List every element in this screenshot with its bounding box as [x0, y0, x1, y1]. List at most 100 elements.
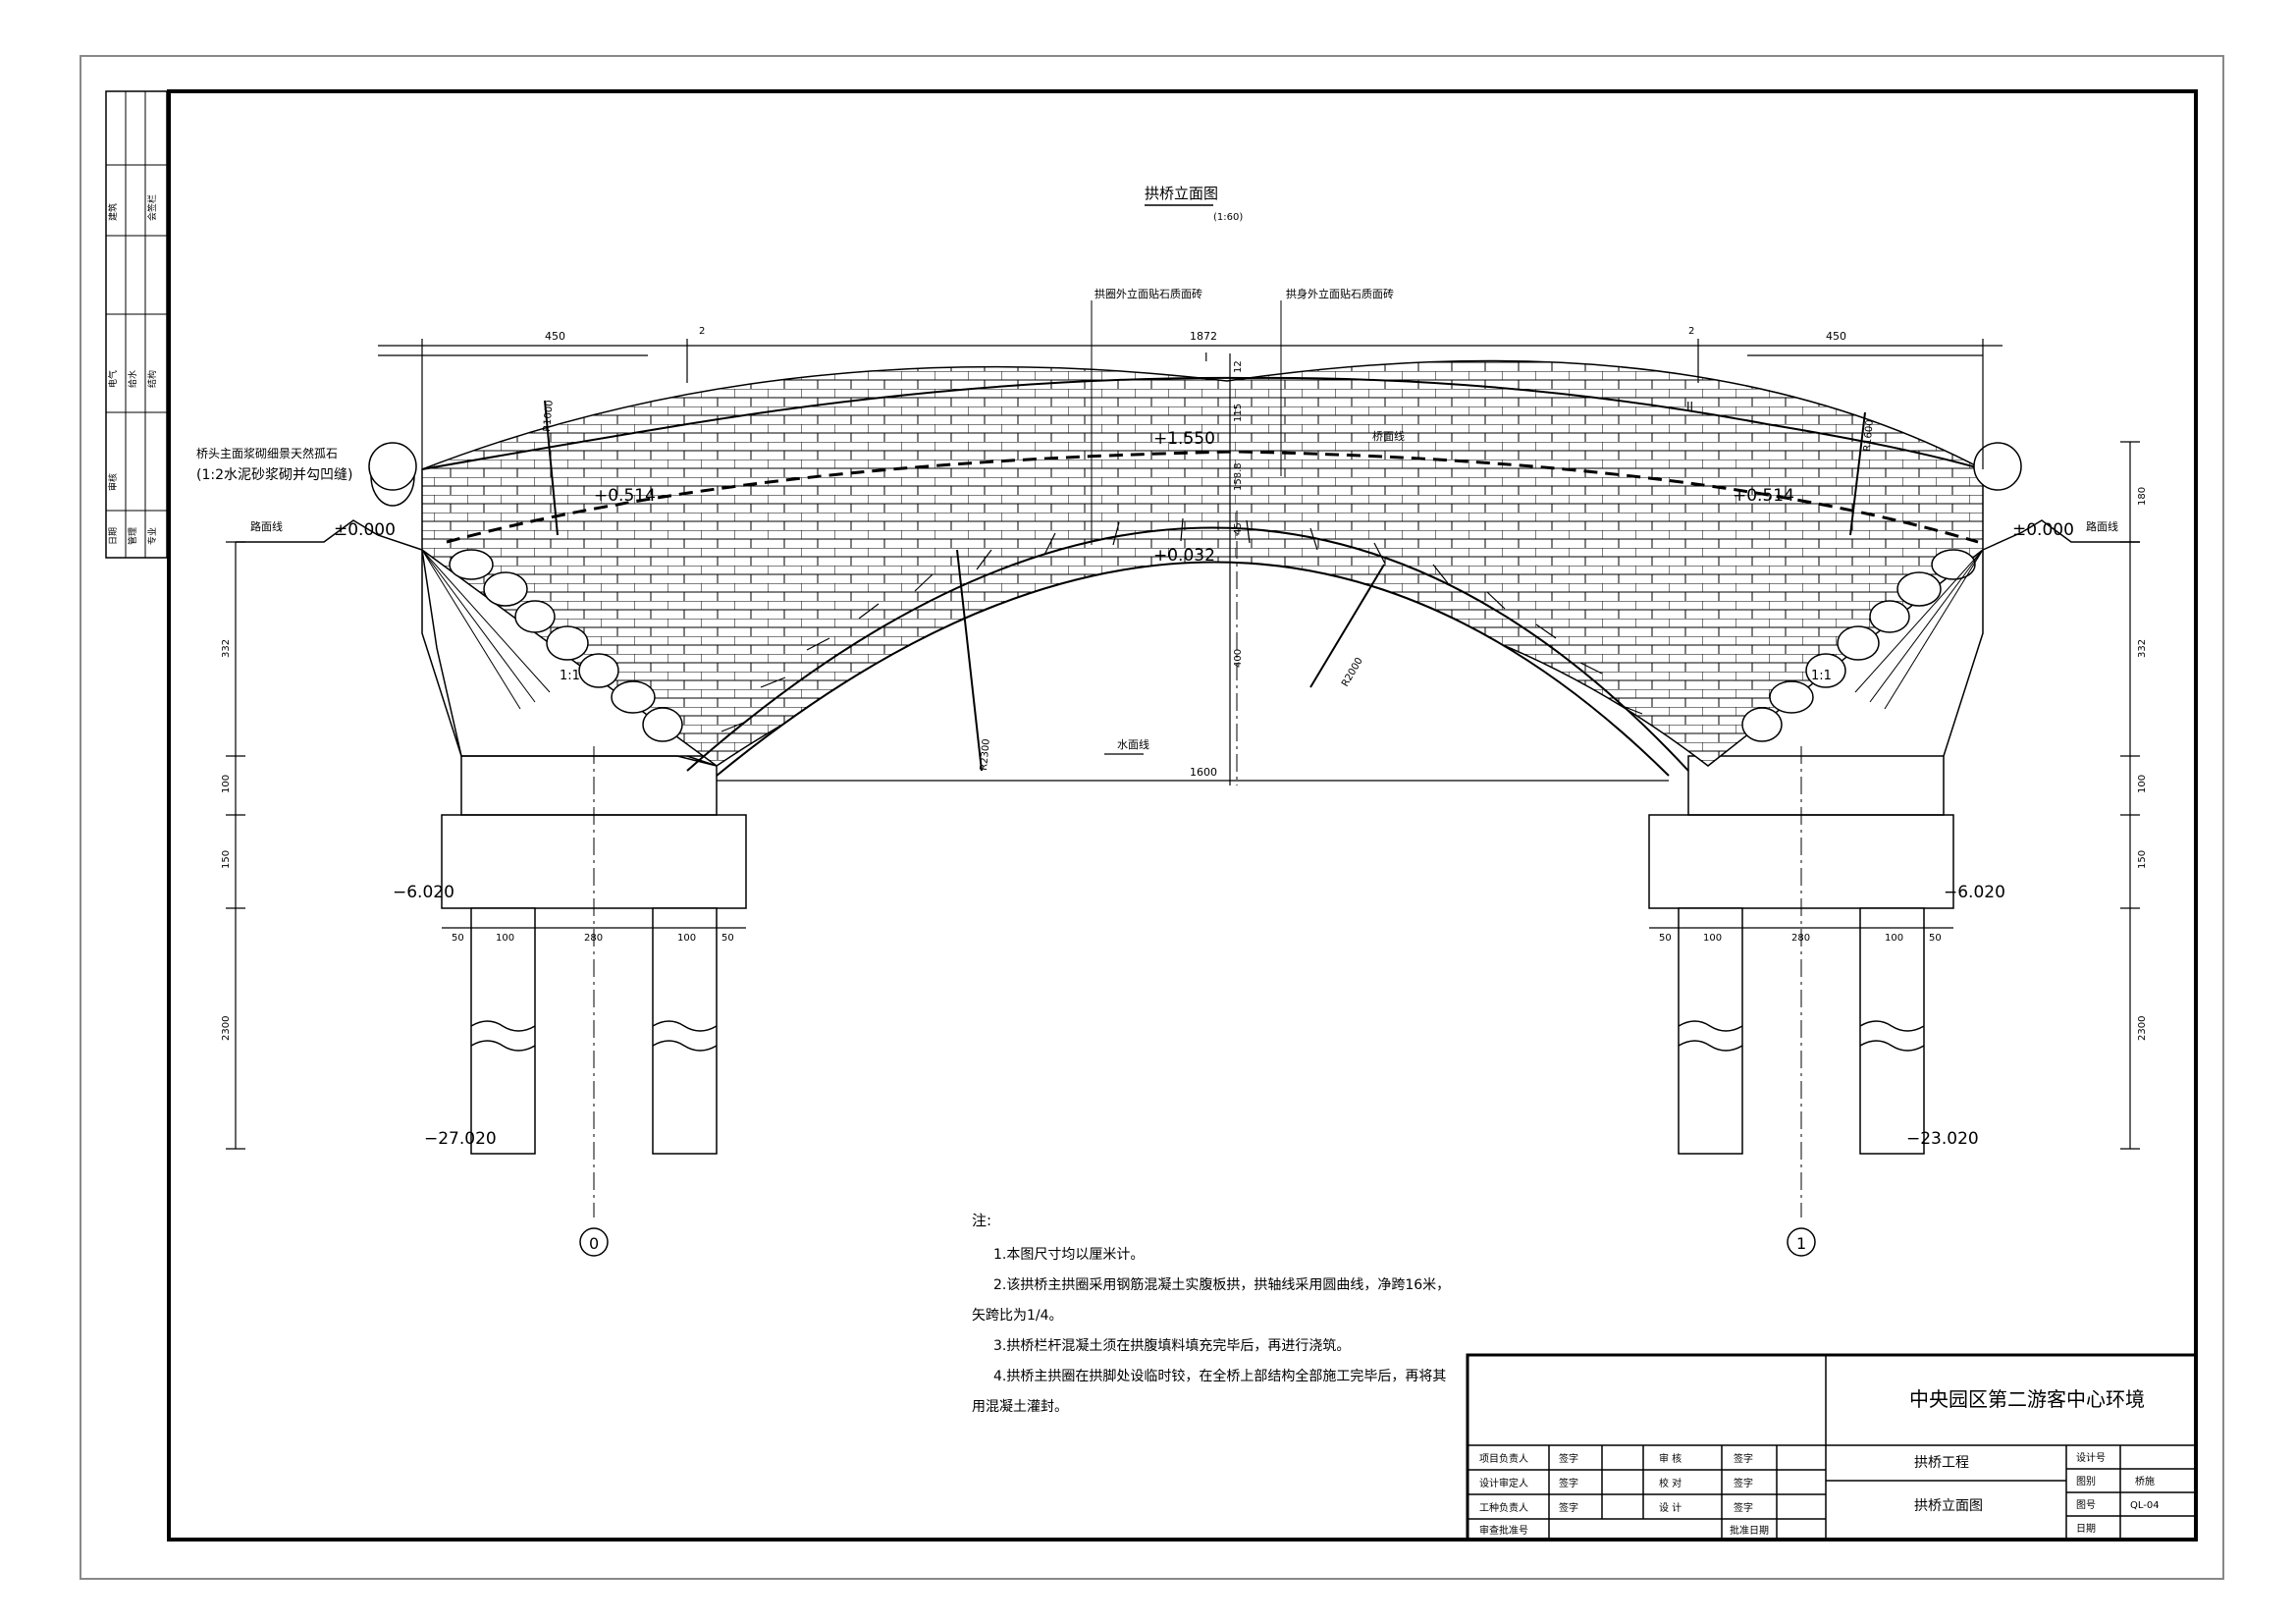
- check-label: 设 计: [1659, 1501, 1682, 1514]
- dim-crown-2: 115: [1233, 404, 1244, 422]
- arch-ring-outer: [686, 526, 1689, 772]
- title-sub-project: 拱桥工程: [1914, 1455, 1969, 1471]
- radius-label: R1000: [542, 400, 556, 432]
- section-mark-I: I: [1204, 351, 1208, 364]
- dim-left-h2: 100: [221, 775, 232, 793]
- dim-right-approach: 450: [1826, 330, 1846, 343]
- dim-left-h3: 150: [221, 850, 232, 869]
- elev-right-cap-bottom: −6.020: [1944, 883, 2005, 902]
- strip-label: 电气: [107, 370, 119, 388]
- label-deck-line: 桥面线: [1372, 429, 1405, 443]
- dim-right-h2: 100: [2137, 775, 2148, 793]
- callout-spandrel-face: 拱身外立面贴石质面砖: [1286, 287, 1394, 300]
- radius-label: R1600: [1862, 419, 1876, 452]
- dim-crown-1: 12: [1233, 360, 1244, 373]
- right-ground-line: [1982, 519, 2140, 551]
- slope-ratio-left: 1:1: [560, 669, 580, 683]
- piles: [470, 907, 1925, 1155]
- axis-center-lines: [593, 511, 1802, 1217]
- elev-right-deck: +0.514: [1733, 486, 1794, 506]
- note-line: 矢跨比为1/4。: [972, 1308, 1063, 1324]
- approval-date-label: 批准日期: [1730, 1524, 1769, 1537]
- arch-voussoir-joints: [721, 517, 1643, 732]
- strip-label: 给水: [127, 370, 138, 388]
- left-pile-dim: 100: [496, 933, 514, 944]
- slope-lines-left: [421, 549, 551, 710]
- label-water-line: 水面线: [1117, 737, 1149, 751]
- role-label: 审查批准号: [1479, 1524, 1528, 1537]
- top-dimension-lines: [378, 339, 2002, 469]
- right-pile-dim: 100: [1885, 933, 1903, 944]
- right-pile-dim: 50: [1659, 933, 1672, 944]
- role-label: 设计审定人: [1479, 1477, 1528, 1489]
- elev-right-road: ±0.000: [2012, 520, 2074, 540]
- meta-key: 日期: [2076, 1523, 2096, 1535]
- elev-left-pile-tip: −27.020: [424, 1129, 497, 1149]
- meta-key: 设计号: [2076, 1451, 2106, 1464]
- check-sign: 签字: [1734, 1477, 1753, 1489]
- drawing-scale: (1:60): [1213, 212, 1243, 223]
- check-label: 审 核: [1659, 1452, 1682, 1465]
- axis-label-left: 0: [589, 1234, 599, 1253]
- section-mark-II: II: [1686, 400, 1693, 413]
- strip-label: 建筑: [107, 203, 119, 221]
- left-ground-line: [236, 519, 423, 551]
- dim-right-top: 180: [2137, 487, 2148, 506]
- deck-dashed-line: [446, 450, 1979, 544]
- radius-leaders: [544, 400, 1866, 772]
- dim-approach-mark-left: 2: [699, 326, 705, 337]
- elev-left-deck: +0.514: [594, 486, 656, 506]
- elev-intrados-top: +0.032: [1153, 546, 1215, 566]
- countersign-strip: 日期 管理 专业 审核 电气 给水 结构 建筑 会签栏: [105, 90, 168, 559]
- elev-crown-top: +1.550: [1153, 429, 1215, 449]
- meta-key: 图号: [2076, 1499, 2096, 1511]
- notes-heading: 注:: [972, 1212, 991, 1229]
- left-vertical-dims: [226, 541, 245, 1150]
- role-label: 项目负责人: [1479, 1452, 1528, 1465]
- elev-left-cap-bottom: −6.020: [393, 883, 454, 902]
- strip-label: 会签栏: [146, 194, 158, 221]
- abutment-note-line-2: (1:2水泥砂浆砌并勾凹缝): [196, 467, 352, 483]
- dim-left-h4: 2300: [221, 1016, 232, 1041]
- inner-border: [167, 89, 2198, 1542]
- role-label: 工种负责人: [1479, 1501, 1528, 1514]
- note-line: 1.本图尺寸均以厘米计。: [993, 1247, 1144, 1263]
- axis-bubble-right: [1787, 1227, 1816, 1257]
- left-pile-dim: 50: [721, 933, 734, 944]
- deck-top-profile: [421, 376, 1984, 470]
- dim-right-h3: 150: [2137, 850, 2148, 869]
- title-drawing-name: 拱桥立面图: [1914, 1498, 1983, 1514]
- label-road-line-left: 路面线: [250, 519, 283, 533]
- strip-label: 结构: [146, 370, 158, 388]
- role-sign: 签字: [1559, 1452, 1578, 1465]
- left-pile-dim: 280: [584, 933, 603, 944]
- strip-label: 日期: [108, 527, 119, 545]
- title-project: 中央园区第二游客中心环境: [1909, 1387, 2145, 1411]
- dim-left-h1: 332: [221, 639, 232, 658]
- note-line: 2.该拱桥主拱圈采用钢筋混凝土实腹板拱，拱轴线采用圆曲线，净跨16米，: [993, 1276, 1450, 1293]
- elev-right-pile-tip: −23.020: [1906, 1129, 1979, 1149]
- dim-right-h4: 2300: [2137, 1016, 2148, 1041]
- arch-ring-inner: [716, 561, 1670, 777]
- dim-left-approach: 450: [545, 330, 565, 343]
- left-rubble-stones: [368, 442, 683, 742]
- note-line: 用混凝土灌封。: [972, 1399, 1068, 1415]
- callout-arch-face: 拱圈外立面贴石质面砖: [1095, 287, 1202, 300]
- dim-approach-mark-right: 2: [1688, 326, 1694, 337]
- drawing-title: 拱桥立面图: [1145, 185, 1218, 202]
- radius-label: R2300: [979, 738, 992, 771]
- check-label: 校 对: [1659, 1477, 1682, 1489]
- check-sign: 签字: [1734, 1452, 1753, 1465]
- label-road-line-right: 路面线: [2086, 519, 2118, 533]
- dim-total-span: 1872: [1190, 330, 1217, 343]
- right-rubble-stones: [1741, 442, 2022, 742]
- note-line: 4.拱桥主拱圈在拱脚处设临时铰，在全桥上部结构全部施工完毕后，再将其: [993, 1368, 1446, 1384]
- meta-value: 桥施: [2135, 1475, 2155, 1488]
- meta-value: QL-04: [2130, 1500, 2160, 1511]
- axis-label-right: 1: [1796, 1234, 1806, 1253]
- abutment-note-line-1: 桥头主面浆砌细景天然孤石: [196, 446, 338, 460]
- strip-label: 审核: [107, 473, 119, 491]
- left-pile-dim: 100: [677, 933, 696, 944]
- right-pile-dim: 100: [1703, 933, 1722, 944]
